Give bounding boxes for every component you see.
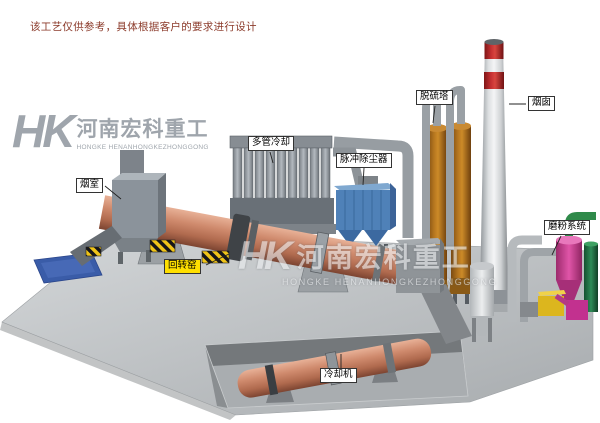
label-grinding-system: 磨粉系统 <box>544 220 591 235</box>
label-rotary-kiln: 回转窑 <box>164 259 201 274</box>
brand-name-cn: 河南宏科重工 <box>76 117 209 141</box>
label-multi-tube-cooler: 多管冷却 <box>248 136 295 151</box>
brand-name-en: HONGKE HENANHONGKEZHONGGONG <box>76 143 209 151</box>
hazard-stripe-blocks <box>85 239 230 264</box>
smoke-chamber-unit <box>70 150 166 266</box>
flue-gas-ducts <box>333 136 414 238</box>
label-leader-lines <box>104 103 562 368</box>
grinding-mill <box>538 296 564 316</box>
label-pulse-dust-collector: 脉冲除尘器 <box>336 153 392 168</box>
label-desulfurization-tower: 脱硫塔 <box>416 90 453 105</box>
pulse-dust-collector-unit <box>334 176 396 258</box>
brand-logo: HK <box>12 105 75 157</box>
label-cooling-machine: 冷却机 <box>320 368 357 383</box>
kiln-hood <box>396 238 472 344</box>
grinding-system-unit <box>470 212 598 342</box>
disclaimer-note: 该工艺仅供参考，具体根据客户的要求进行设计 <box>30 21 257 33</box>
label-smoke-chamber: 烟室 <box>76 178 104 193</box>
label-chimney: 烟囱 <box>528 96 556 111</box>
cyclone-separator <box>556 240 582 280</box>
brand-watermark-top-left: HK 河南宏科重工 HONGKE HENANHONGKEZHONGGONG <box>12 105 209 157</box>
powder-silo <box>470 266 494 316</box>
